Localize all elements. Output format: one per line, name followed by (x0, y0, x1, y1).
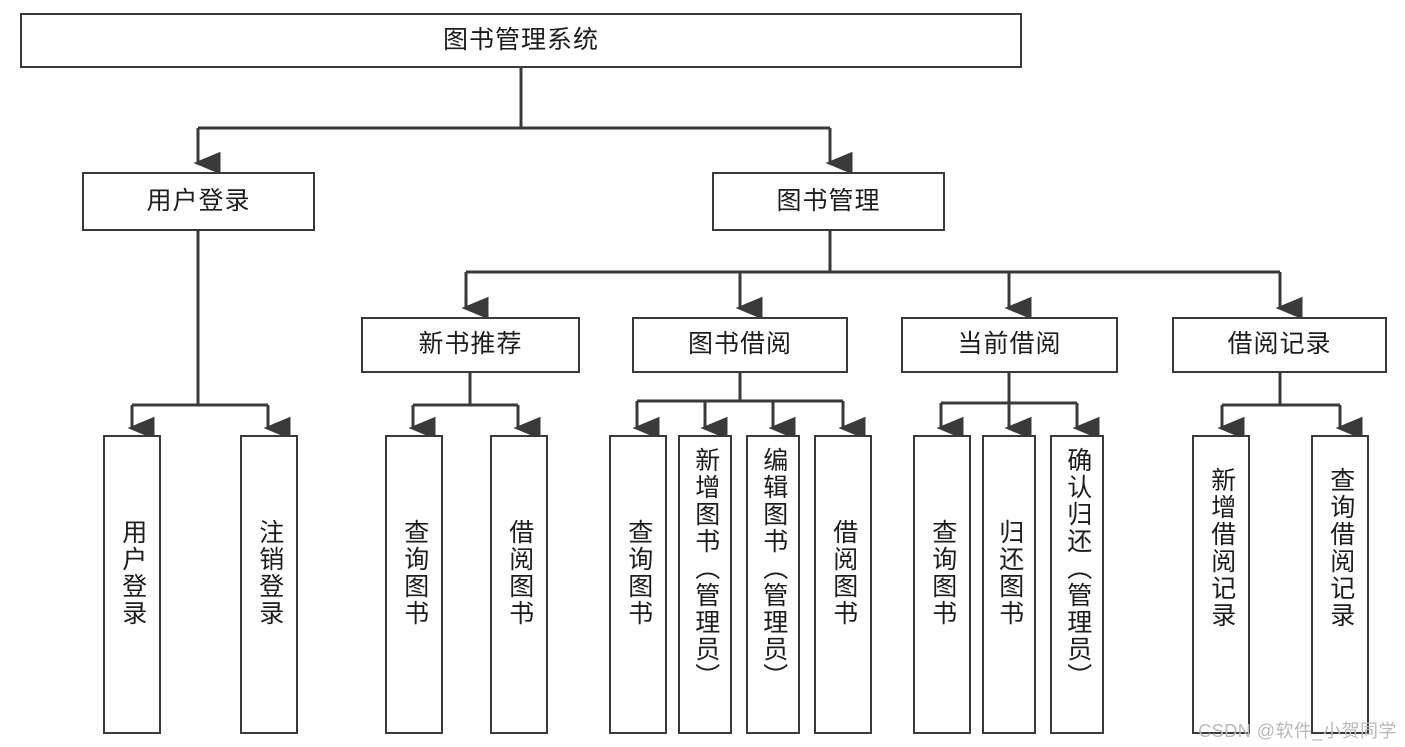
node-label: 图书管理系统 (442, 25, 599, 54)
leaf-add-book-admin[interactable]: 新增图书（管理员） (678, 435, 732, 734)
node-label: 查询图书 (928, 519, 957, 627)
node-label: 新增图书（管理员） (691, 447, 720, 690)
node-label: 查询借阅记录 (1326, 467, 1355, 629)
node-label: 用户登录 (146, 186, 251, 215)
node-root-library-management-system[interactable]: 图书管理系统 (20, 13, 1022, 68)
leaf-confirm-return-admin[interactable]: 确认归还（管理员） (1050, 435, 1104, 734)
node-borrowing-records[interactable]: 借阅记录 (1172, 317, 1387, 373)
leaf-borrow-books-borrowing[interactable]: 借阅图书 (814, 435, 872, 734)
node-label: 注销登录 (255, 519, 284, 627)
node-label: 查询图书 (624, 519, 653, 627)
leaf-edit-book-admin[interactable]: 编辑图书（管理员） (746, 435, 800, 734)
leaf-query-books-recommendation[interactable]: 查询图书 (385, 435, 443, 734)
node-label: 新书推荐 (418, 330, 523, 359)
node-current-borrowing[interactable]: 当前借阅 (901, 317, 1118, 373)
watermark-csdn: CSDN @软件_小贺同学 (1198, 721, 1397, 741)
leaf-query-borrowing-record[interactable]: 查询借阅记录 (1311, 435, 1369, 734)
node-label: 新增借阅记录 (1207, 467, 1236, 629)
node-label: 图书借阅 (687, 330, 792, 359)
leaf-user-login[interactable]: 用户登录 (103, 435, 161, 734)
leaf-borrow-books-recommendation[interactable]: 借阅图书 (490, 435, 548, 734)
node-new-book-recommendation[interactable]: 新书推荐 (361, 317, 580, 373)
node-label: 编辑图书（管理员） (759, 447, 788, 690)
node-book-borrowing[interactable]: 图书借阅 (632, 317, 848, 373)
leaf-query-books-current[interactable]: 查询图书 (913, 435, 971, 734)
node-label: 用户登录 (118, 519, 147, 627)
node-label: 查询图书 (400, 519, 429, 627)
leaf-logout[interactable]: 注销登录 (240, 435, 298, 734)
node-label: 归还图书 (995, 519, 1024, 627)
node-label: 借阅记录 (1227, 330, 1332, 359)
node-label: 借阅图书 (829, 519, 858, 627)
leaf-query-books-borrowing[interactable]: 查询图书 (609, 435, 667, 734)
leaf-add-borrowing-record[interactable]: 新增借阅记录 (1192, 435, 1250, 734)
node-user-login[interactable]: 用户登录 (82, 172, 315, 231)
node-label: 图书管理 (776, 186, 881, 215)
leaf-return-books[interactable]: 归还图书 (982, 435, 1036, 734)
node-label: 当前借阅 (957, 330, 1062, 359)
node-label: 借阅图书 (505, 519, 534, 627)
node-label: 确认归还（管理员） (1063, 447, 1092, 690)
node-book-management[interactable]: 图书管理 (712, 172, 945, 231)
